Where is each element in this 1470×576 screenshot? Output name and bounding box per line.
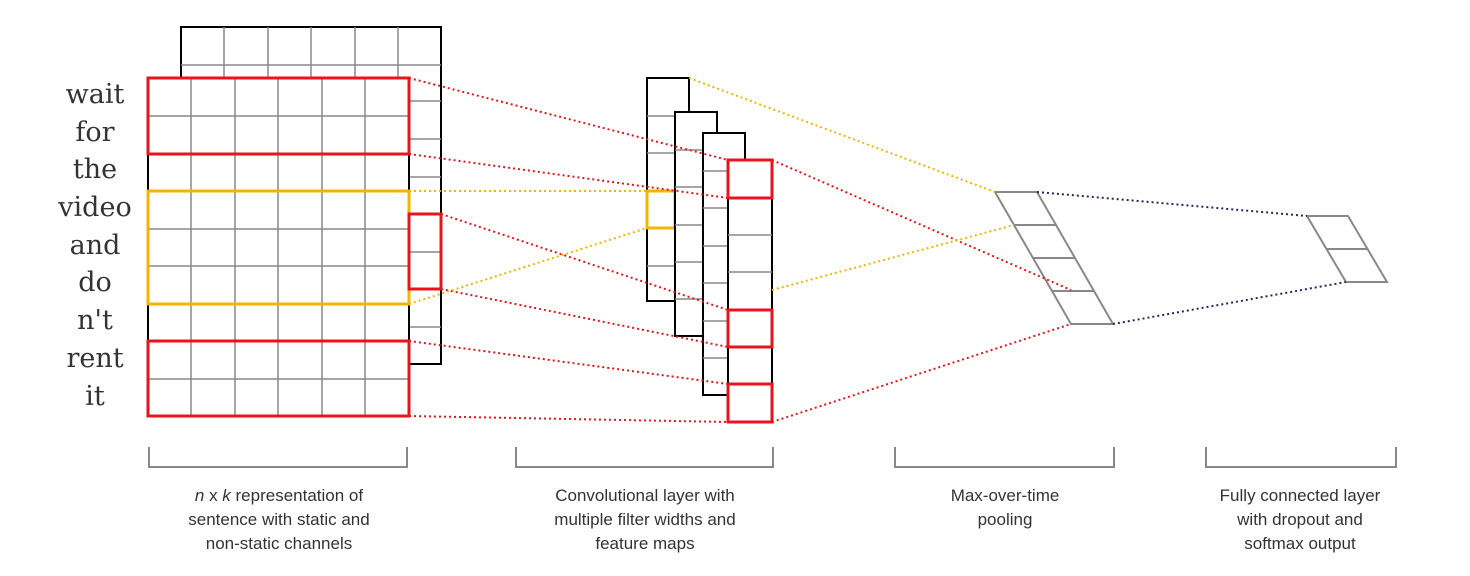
caption-fc-line3: softmax output (1244, 534, 1356, 553)
word-2: the (72, 154, 118, 185)
feature-map-4 (726, 158, 774, 424)
connector-red (440, 213, 729, 311)
caption-pool-line1: Max-over-time (950, 486, 1060, 505)
word-4: and (69, 230, 121, 261)
filter-window-bottom (146, 339, 411, 418)
connector-red (440, 288, 729, 348)
feature-maps (645, 77, 774, 424)
word-8: it (85, 381, 105, 412)
connector-red (771, 159, 1072, 291)
brackets (148, 447, 1397, 468)
caption-input-line1: n x k representation of (194, 486, 364, 505)
word-7: rent (66, 343, 124, 374)
softmax-output (1305, 215, 1389, 283)
input-matrix (146, 76, 443, 418)
max-pool-vector (993, 191, 1115, 325)
connector-navy (1112, 281, 1347, 325)
caption-conv: Convolutional layer with multiple filter… (500, 484, 790, 556)
caption-input-line2: sentence with static and (188, 510, 370, 529)
bracket-input (148, 447, 408, 468)
caption-fc-line1: Fully connected layer (1219, 486, 1381, 505)
caption-fc-line2: with dropout and (1237, 510, 1363, 529)
connector-yellow (771, 224, 1015, 291)
connector-red (408, 340, 729, 385)
caption-conv-line2: multiple filter widths and (554, 510, 736, 529)
connector-red (408, 153, 729, 199)
connector-red (771, 323, 1072, 423)
caption-conv-line1: Convolutional layer with (555, 486, 735, 505)
connector-yellow (408, 227, 648, 305)
word-0: wait (65, 79, 125, 110)
word-6: n't (77, 305, 113, 336)
caption-input-line3: non-static channels (205, 534, 353, 553)
connector-navy (1036, 191, 1308, 217)
word-1: for (75, 117, 115, 148)
caption-pool-line2: pooling (977, 510, 1033, 529)
filter-window-back (407, 212, 443, 291)
caption-conv-line3: feature maps (595, 534, 695, 553)
connectors (408, 77, 1347, 423)
word-3: video (58, 192, 132, 223)
word-5: do (78, 267, 112, 298)
bracket-pool (894, 447, 1115, 468)
caption-fc: Fully connected layer with dropout and s… (1180, 484, 1420, 556)
bracket-conv (515, 447, 774, 468)
bracket-fc (1205, 447, 1397, 468)
connector-red (408, 415, 729, 423)
filter-window-top (146, 76, 411, 156)
caption-pool: Max-over-time pooling (880, 484, 1130, 532)
caption-input: n x k representation of sentence with st… (134, 484, 424, 556)
